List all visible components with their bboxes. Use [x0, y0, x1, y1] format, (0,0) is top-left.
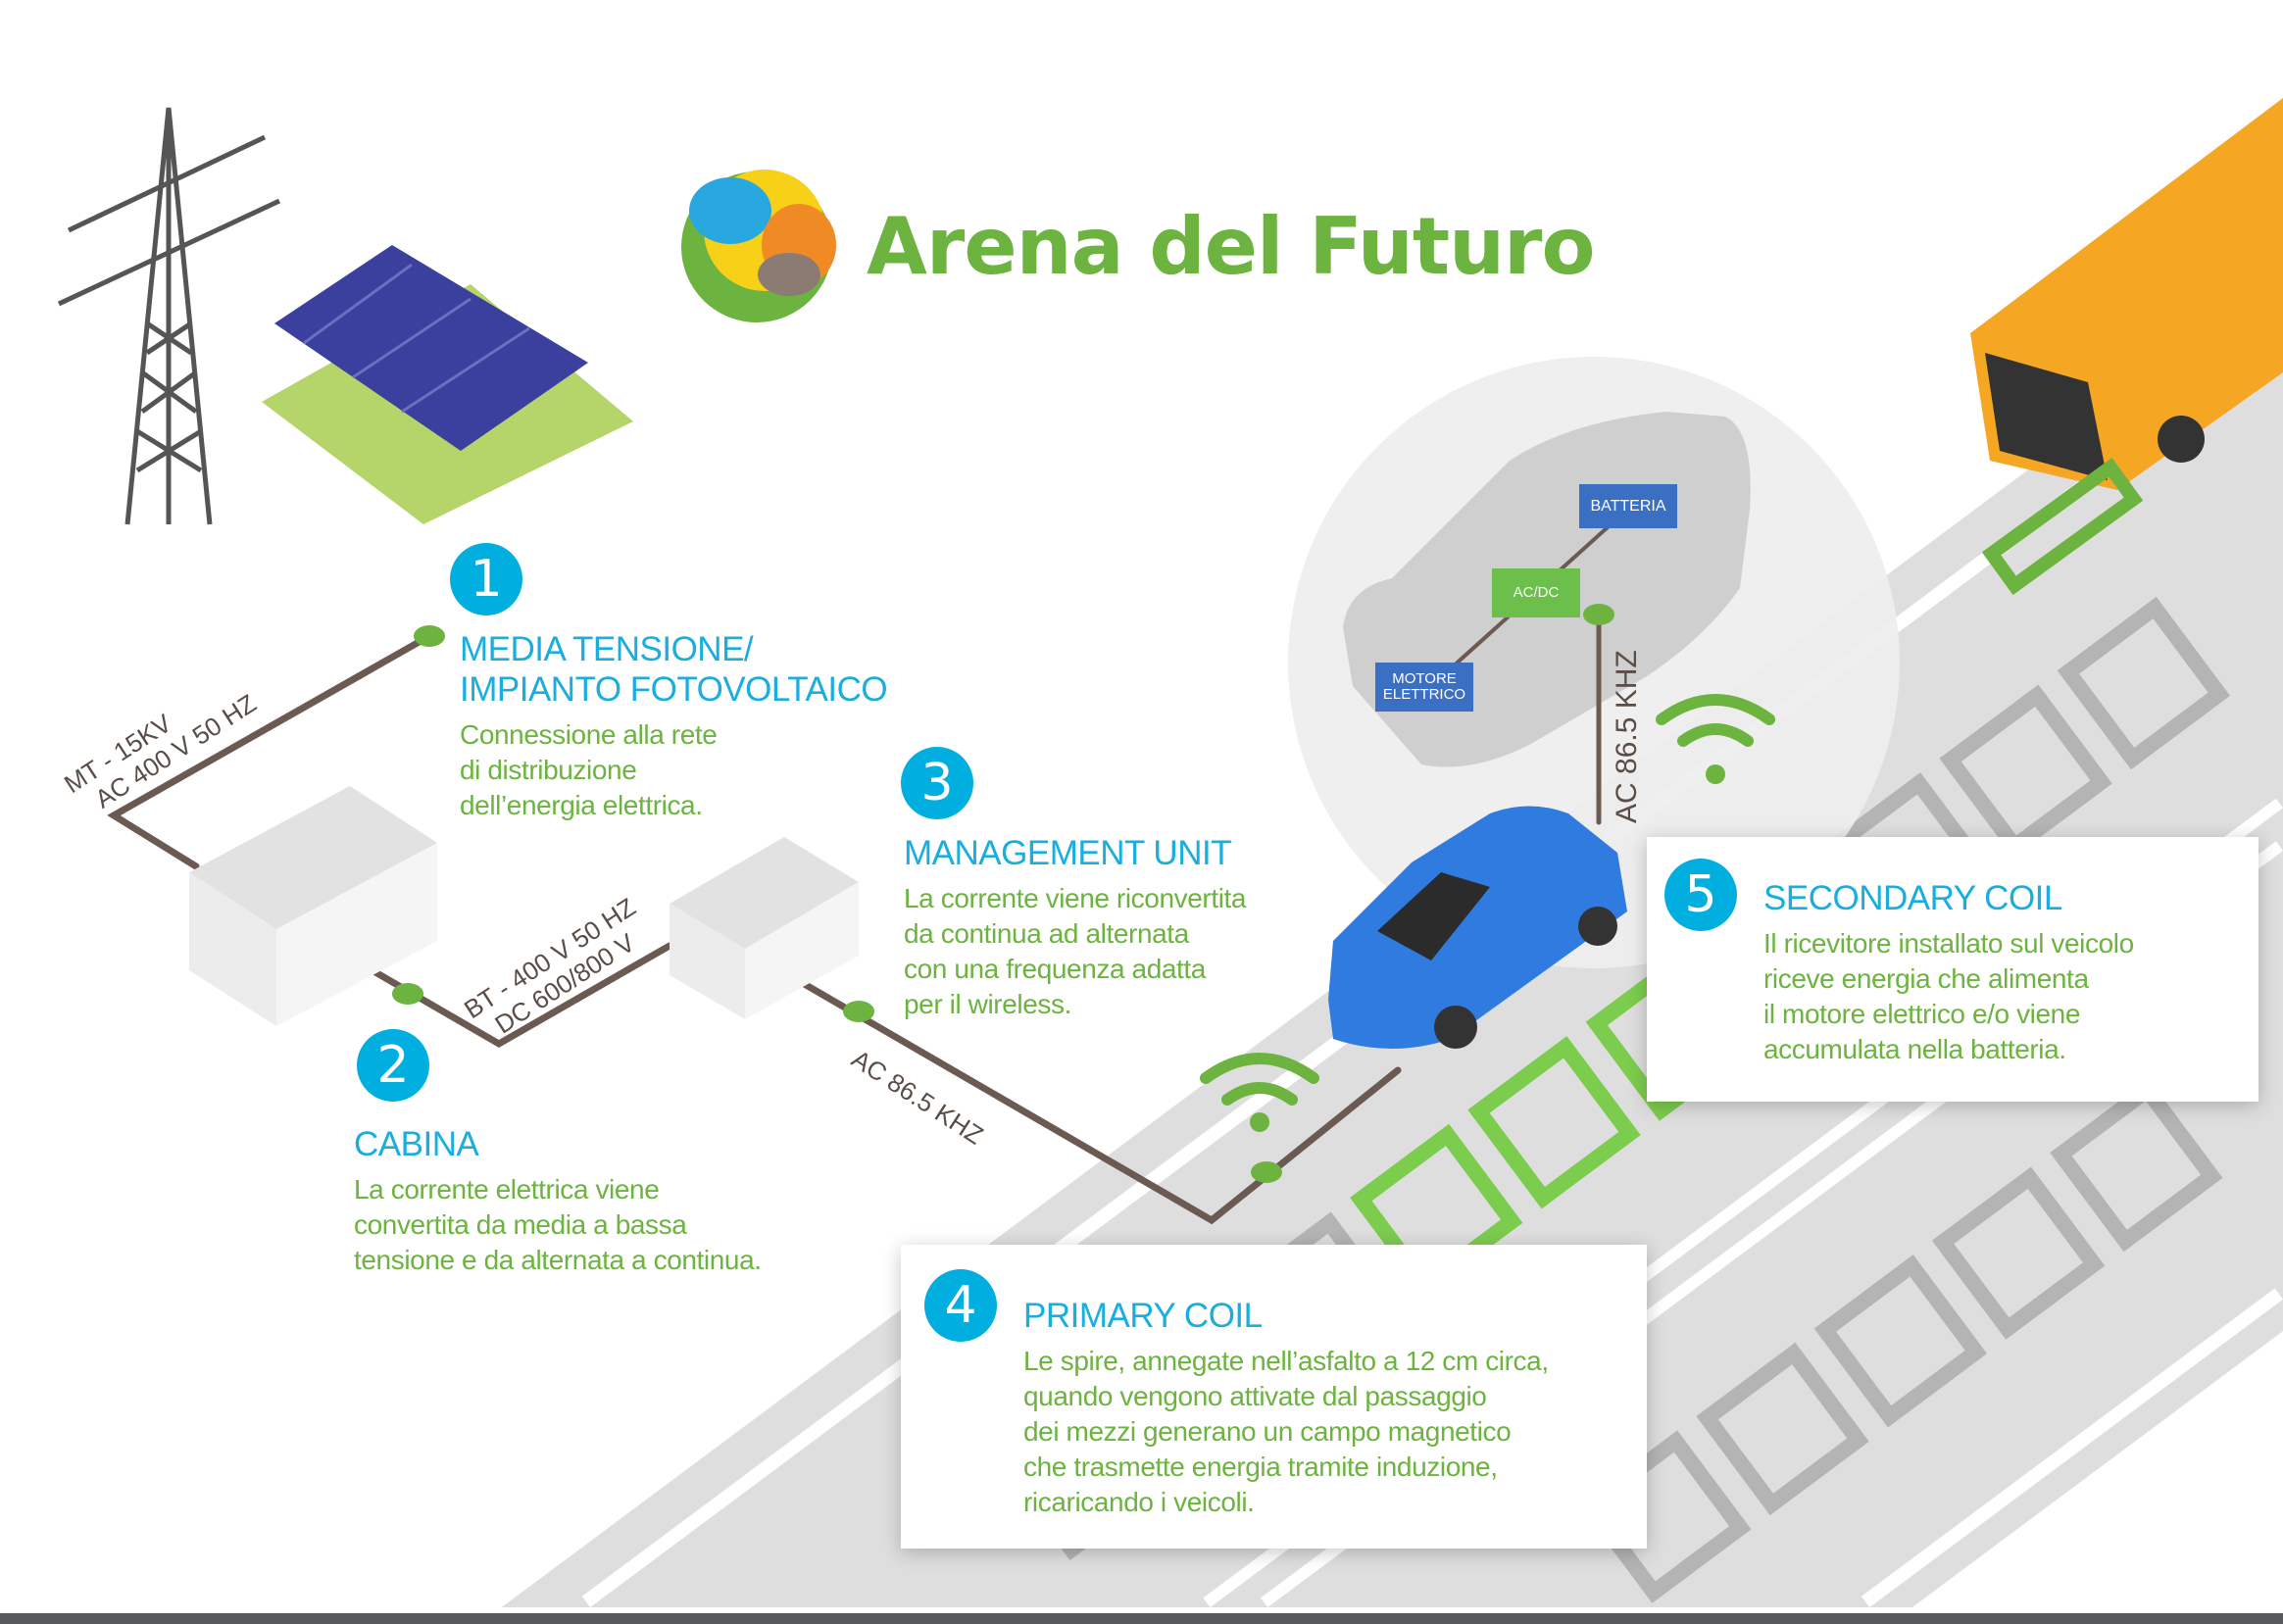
solar-farm-icon [262, 245, 633, 524]
step-secondary-coil: SECONDARY COIL Il ricevitore installato … [1763, 878, 2134, 1067]
bus-icon [1970, 98, 2283, 596]
step-title: CABINA [354, 1125, 479, 1163]
step-management-unit: MANAGEMENT UNIT La corrente viene riconv… [904, 833, 1246, 1022]
power-pylon-icon [57, 107, 281, 525]
secondary-coil-card [1647, 837, 2258, 1102]
ac-vehicle-cable-label: AC 86.5 KHZ [1611, 650, 1643, 823]
step-title: SECONDARY COIL [1763, 879, 2062, 917]
step-number-badge: 1 [450, 543, 522, 615]
step-title: MANAGEMENT UNIT [904, 834, 1232, 872]
battery-box [1579, 484, 1677, 528]
primary-coil-card [901, 1245, 1647, 1549]
car-icon [1328, 806, 1627, 1049]
step-number-badge: 4 [924, 1269, 997, 1342]
coil-square [1813, 1255, 1987, 1428]
step-primary-coil: PRIMARY COIL Le spire, annegate nell’asf… [1023, 1296, 1549, 1520]
management-unit-box [670, 837, 859, 1019]
cable-nodes [392, 604, 1614, 1183]
coil-square [2057, 596, 2230, 770]
step-body: Le spire, annegate nell’asfalto a 12 cm … [1023, 1346, 1549, 1517]
coil-square [1578, 1430, 1752, 1603]
acdc-box [1492, 568, 1580, 617]
battery-label: BATTERIA [1590, 497, 1666, 515]
bottom-bar [0, 1613, 2283, 1624]
wifi-dot-icon [1250, 764, 1725, 1132]
step-title: PRIMARY COIL [1023, 1297, 1263, 1335]
step-number-badge: 2 [357, 1029, 429, 1102]
coil-square [1696, 1342, 1869, 1516]
logo-icon [681, 170, 836, 322]
step-number-badge: 3 [901, 747, 973, 819]
lane-line [1861, 1288, 2283, 1607]
step-media-tensione: MEDIA TENSIONE/IMPIANTO FOTOVOLTAICO Con… [460, 629, 888, 823]
step-title: MEDIA TENSIONE/IMPIANTO FOTOVOLTAICO [460, 630, 888, 709]
motor-box [1375, 663, 1473, 712]
acdc-label: AC/DC [1513, 584, 1560, 601]
page-title: Arena del Futuro [867, 201, 1595, 292]
motor-label-line: ELETTRICO [1382, 686, 1466, 703]
coil-square [1939, 684, 2112, 858]
motor-label: MOTORE ELETTRICO [1375, 663, 1473, 712]
coil-square [2050, 1078, 2223, 1253]
motor-label-line: MOTORE [1392, 670, 1457, 687]
wifi-icon [1200, 694, 1775, 1106]
step-number-badge: 5 [1664, 859, 1737, 931]
coil-square [1467, 1036, 1641, 1209]
cabin-box-1 [189, 786, 437, 1026]
coil-square [1931, 1166, 2106, 1340]
